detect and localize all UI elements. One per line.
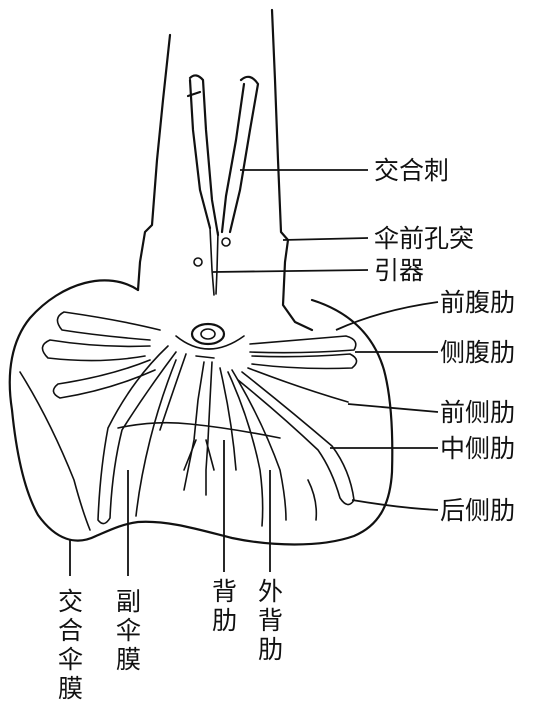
- leader-externolateral-ray: [347, 403, 439, 413]
- label-gubernaculum: 引器: [374, 256, 424, 285]
- leader-prebursal-papilla: [282, 237, 369, 241]
- leader-gubernaculum: [212, 269, 369, 273]
- dorsal-ray: [183, 361, 215, 496]
- label-copulatory-bursa: 交合伞膜: [58, 587, 83, 703]
- label-accessory-bursa: 副伞膜: [116, 587, 141, 674]
- leader-posterolateral-ray: [351, 499, 439, 511]
- label-spicule: 交合刺: [374, 156, 449, 185]
- leader-ventroventral-ray: [335, 301, 439, 331]
- gubernaculum: [209, 227, 219, 296]
- label-externodorsal-ray: 外背肋: [258, 577, 283, 664]
- spicules: [186, 74, 260, 267]
- cloaca: [175, 322, 245, 359]
- label-posterolateral-ray: 后侧肋: [440, 496, 515, 525]
- leader-lines: [69, 169, 439, 576]
- bursal-rays-left: [19, 311, 281, 531]
- bursa-outline: [8, 279, 394, 546]
- label-ventroventral-ray: 前腹肋: [440, 288, 515, 317]
- label-lateroventral-ray: 侧腹肋: [440, 338, 515, 367]
- label-prebursal-papilla: 伞前孔突: [374, 224, 474, 253]
- label-externolateral-ray: 前侧肋: [440, 398, 515, 427]
- bursal-rays-right: [219, 335, 358, 527]
- label-mediolateral-ray: 中侧肋: [440, 434, 515, 463]
- label-dorsal-ray: 背肋: [212, 577, 237, 635]
